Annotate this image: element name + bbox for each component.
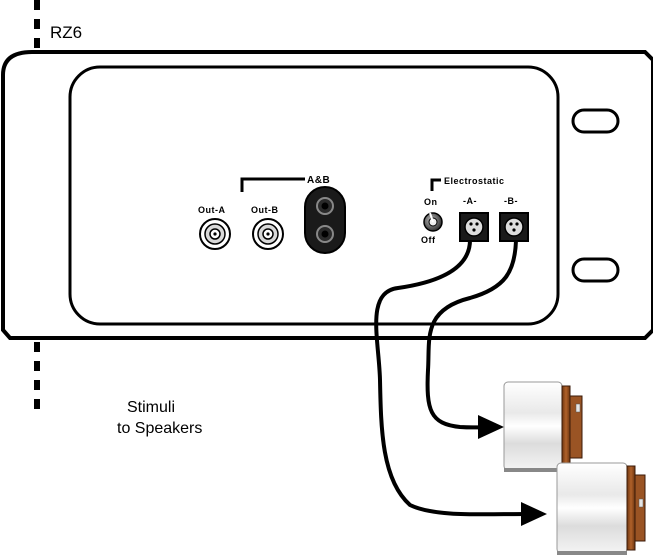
bnc-connector-icon[interactable] [199, 218, 231, 250]
electrostatic-b-label: -B- [504, 196, 518, 206]
switch-off-label: Off [421, 235, 436, 245]
out-b-label: Out-B [251, 205, 279, 215]
speaker-icon [556, 462, 646, 555]
cable-a [374, 239, 529, 517]
speaker-icon [503, 381, 583, 472]
headphone-group-bracket [240, 177, 305, 192]
out-a-label: Out-A [198, 205, 226, 215]
device-title: RZ6 [50, 23, 82, 42]
handle-slot-top [571, 108, 620, 134]
caption-line-2: to Speakers [117, 420, 202, 437]
electrostatic-group-bracket [430, 178, 441, 191]
switch-on-label: On [424, 197, 438, 207]
toggle-switch-icon[interactable] [423, 212, 443, 232]
headphone-group-label: A&B [307, 175, 330, 186]
electrostatic-group-label: Electrostatic [444, 176, 505, 186]
electrostatic-connector-icon[interactable] [499, 212, 529, 242]
electrostatic-connector-icon[interactable] [459, 212, 489, 242]
bnc-connector-icon[interactable] [252, 218, 284, 250]
cable-b [425, 239, 518, 430]
handle-slot-bottom [571, 257, 620, 283]
headphone-jack-icon[interactable] [304, 186, 346, 254]
arrow-icon [478, 415, 504, 439]
caption-line-1: Stimuli [127, 399, 175, 416]
arrow-icon [521, 502, 547, 526]
electrostatic-a-label: -A- [463, 196, 477, 206]
